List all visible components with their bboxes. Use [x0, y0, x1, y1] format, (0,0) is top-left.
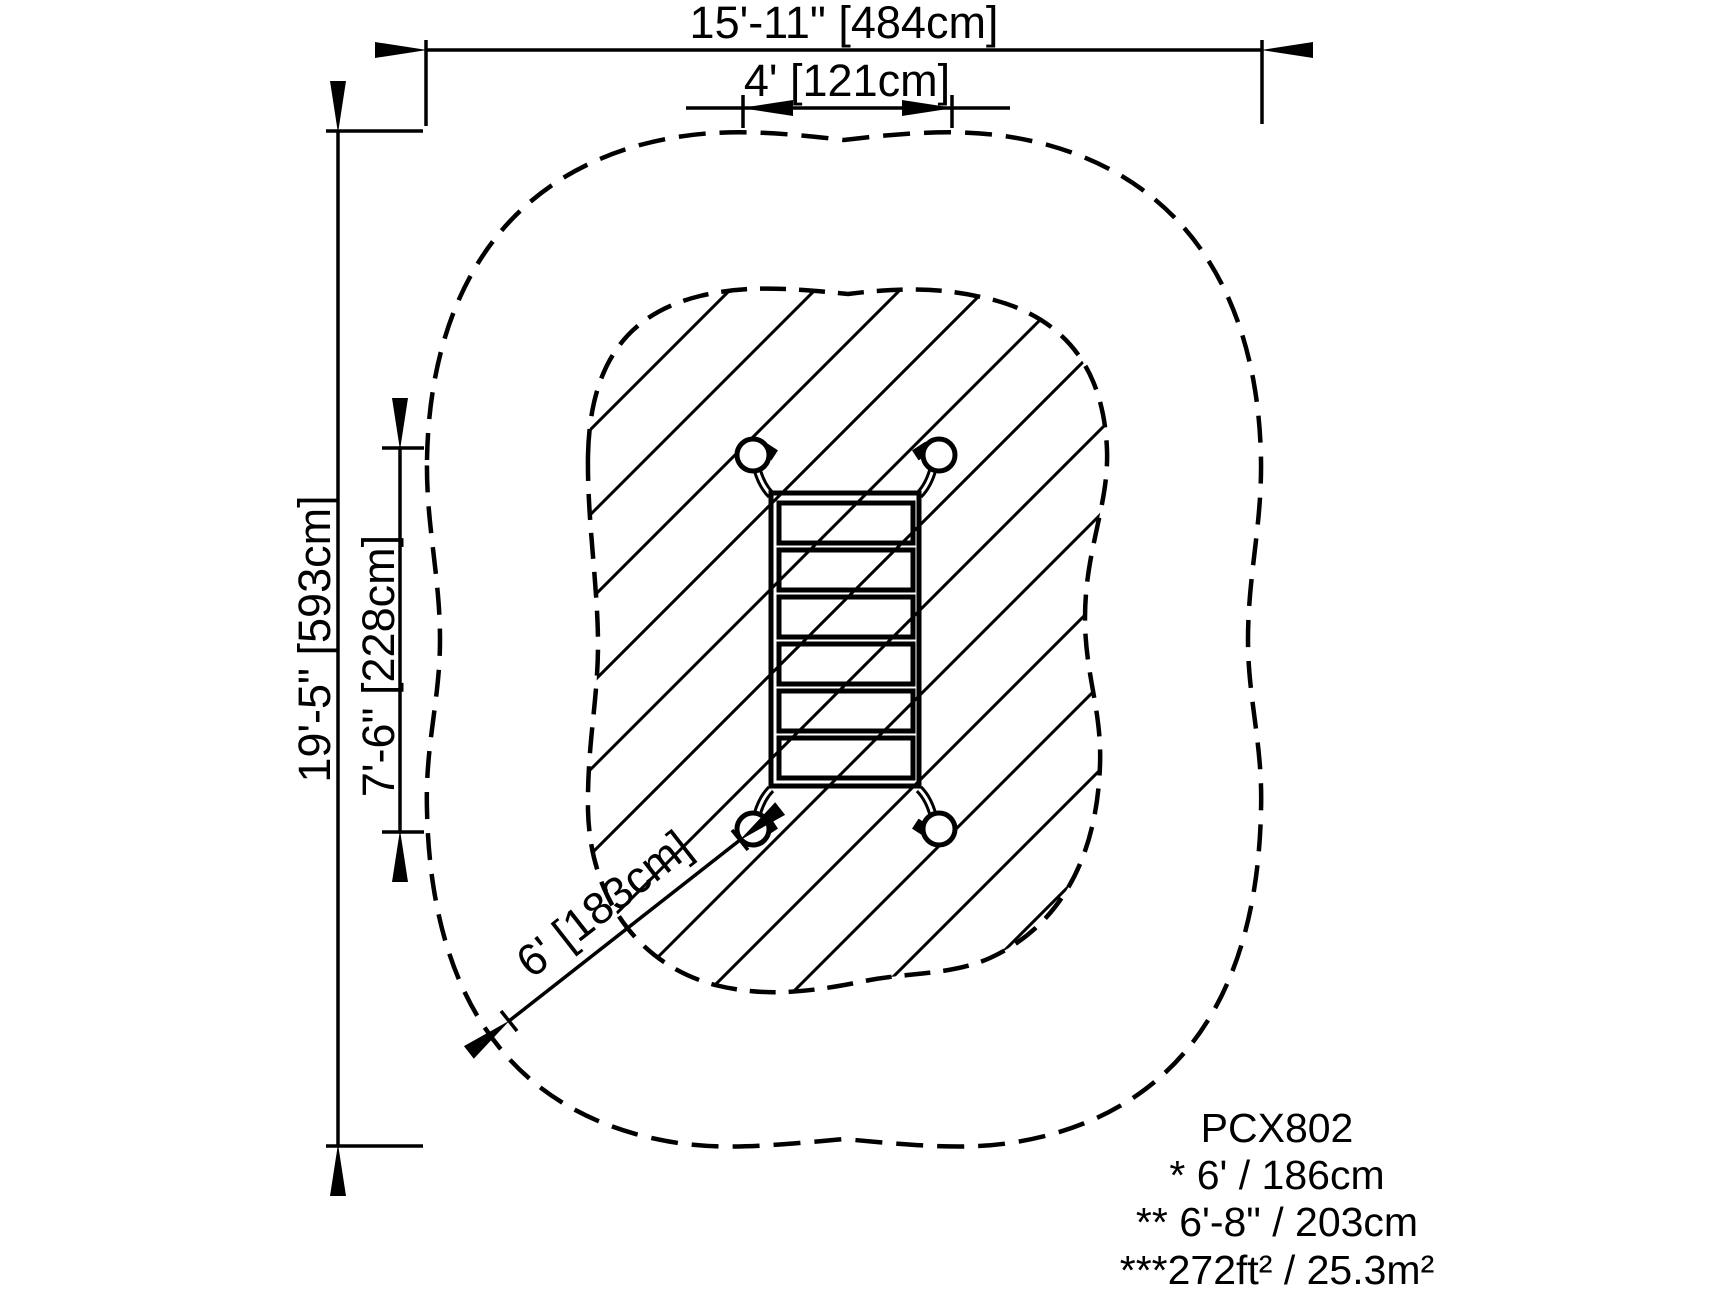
support-post — [734, 436, 772, 474]
dimension-label-equipment-width: 4' [121cm] — [744, 55, 950, 106]
ladder-rung — [776, 641, 916, 687]
product-notes: PCX802 * 6' / 186cm ** 6'-8" / 203cm ***… — [1120, 1105, 1435, 1293]
dimension-label-overall-width: 15'-11" [484cm] — [690, 0, 999, 48]
dim-overall-depth — [326, 81, 423, 1196]
ladder-rung — [776, 547, 916, 593]
ladder-rung — [776, 688, 916, 734]
dim-equipment-width — [686, 95, 1010, 128]
dim-equipment-depth — [382, 398, 424, 882]
note-line-height: * 6' / 186cm — [1169, 1152, 1384, 1198]
support-post — [920, 436, 958, 474]
note-line-fall-height: ** 6'-8" / 203cm — [1136, 1199, 1418, 1245]
ladder-rung — [776, 594, 916, 640]
dim-overall-width — [375, 40, 1313, 126]
ladder-rung — [776, 500, 916, 546]
note-line-area: ***272ft² / 25.3m² — [1120, 1247, 1435, 1293]
ladder-rung — [776, 735, 916, 781]
dimension-label-equipment-depth: 7'-6" [228cm] — [353, 535, 404, 797]
use-zone-boundary — [424, 130, 1264, 1149]
dim-use-zone — [463, 802, 786, 1059]
product-code: PCX802 — [1201, 1105, 1354, 1151]
ladder-frame — [768, 490, 922, 789]
ladder-rungs — [776, 500, 916, 781]
support-post — [920, 810, 958, 848]
dimension-line — [463, 802, 786, 1059]
dimension-label-overall-depth: 19'-5" [593cm] — [289, 495, 340, 782]
